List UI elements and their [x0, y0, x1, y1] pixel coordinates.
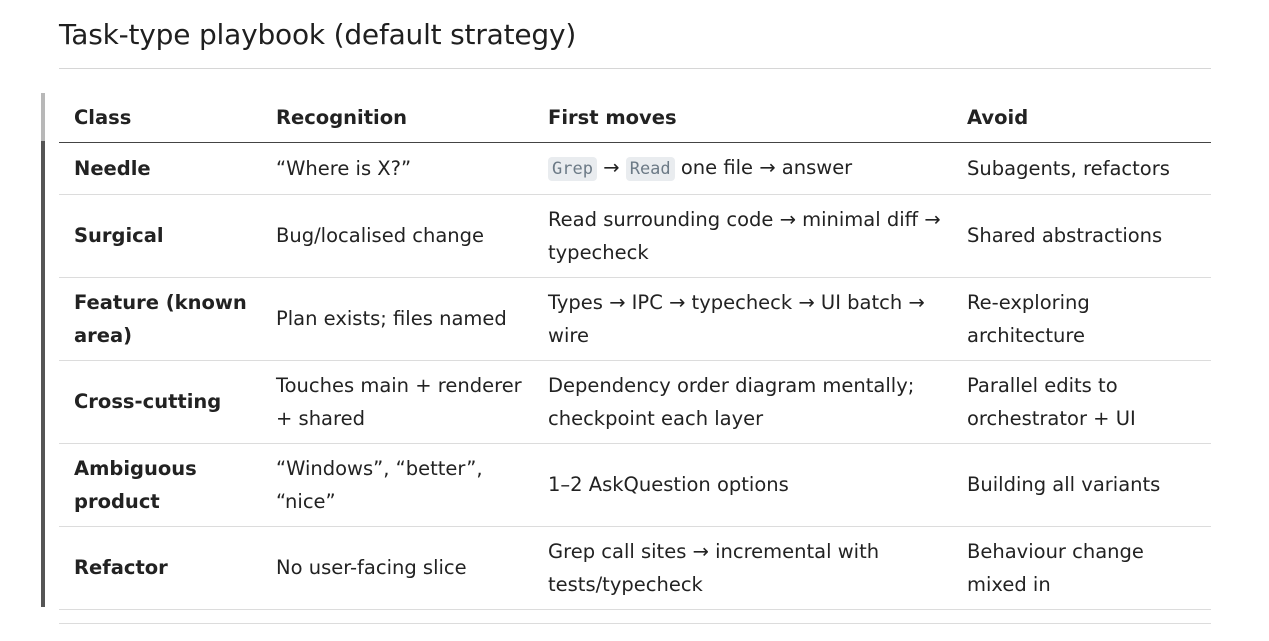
avoid-cell: Building all variants — [952, 443, 1211, 527]
first-moves-cell: Types → IPC → typecheck → UI batch → wir… — [533, 277, 952, 361]
recognition-cell: Touches main + renderer + shared — [261, 360, 533, 444]
table-row: Surgical Bug/localised change Read surro… — [59, 194, 1211, 278]
table-row: Feature (known area) Plan exists; files … — [59, 277, 1211, 361]
table-row: Ambiguous product “Windows”, “better”, “… — [59, 443, 1211, 527]
table-row: Cross-cutting Touches main + renderer + … — [59, 360, 1211, 444]
first-moves-rest: one file → answer — [674, 155, 853, 179]
recognition-cell: Plan exists; files named — [261, 277, 533, 361]
first-moves-cell: 1–2 AskQuestion options — [533, 443, 952, 527]
bottom-divider — [59, 623, 1211, 624]
first-moves-cell: Grep call sites → incremental with tests… — [533, 526, 952, 610]
class-cell: Cross-cutting — [59, 360, 261, 444]
class-cell: Refactor — [59, 526, 261, 610]
playbook-table: Class Recognition First moves Avoid Need… — [59, 93, 1211, 610]
recognition-cell: “Where is X?” — [261, 142, 533, 195]
page-title: Task-type playbook (default strategy) — [59, 18, 577, 51]
table-row: Refactor No user-facing slice Grep call … — [59, 526, 1211, 610]
playbook-table-container: Class Recognition First moves Avoid Need… — [59, 93, 1211, 610]
avoid-cell: Behaviour change mixed in — [952, 526, 1211, 610]
header-first-moves: First moves — [533, 93, 952, 143]
header-avoid: Avoid — [952, 93, 1211, 143]
code-read: Read — [625, 156, 675, 181]
header-recognition: Recognition — [261, 93, 533, 143]
class-cell: Ambiguous product — [59, 443, 261, 527]
table-row: Needle “Where is X?” Grep → Read one fil… — [59, 142, 1211, 195]
table-header: Class Recognition First moves Avoid — [59, 93, 1211, 143]
avoid-cell: Shared abstractions — [952, 194, 1211, 278]
first-moves-cell: Dependency order diagram mentally; check… — [533, 360, 952, 444]
recognition-cell: Bug/localised change — [261, 194, 533, 278]
first-moves-cell: Read surrounding code → minimal diff → t… — [533, 194, 952, 278]
table-body: Needle “Where is X?” Grep → Read one fil… — [59, 142, 1211, 610]
avoid-cell: Re-exploring architecture — [952, 277, 1211, 361]
arrow-text: → — [596, 155, 626, 179]
header-class: Class — [59, 93, 261, 143]
blockquote-bar — [41, 93, 45, 607]
avoid-cell: Subagents, refactors — [952, 142, 1211, 195]
avoid-cell: Parallel edits to orchestrator + UI — [952, 360, 1211, 444]
header-row: Class Recognition First moves Avoid — [59, 93, 1211, 143]
class-cell: Needle — [59, 142, 261, 195]
class-cell: Feature (known area) — [59, 277, 261, 361]
title-divider — [59, 68, 1211, 69]
code-grep: Grep — [548, 156, 597, 181]
blockquote-bar-top — [41, 93, 45, 141]
class-cell: Surgical — [59, 194, 261, 278]
first-moves-cell: Grep → Read one file → answer — [533, 142, 952, 195]
recognition-cell: “Windows”, “better”, “nice” — [261, 443, 533, 527]
recognition-cell: No user-facing slice — [261, 526, 533, 610]
